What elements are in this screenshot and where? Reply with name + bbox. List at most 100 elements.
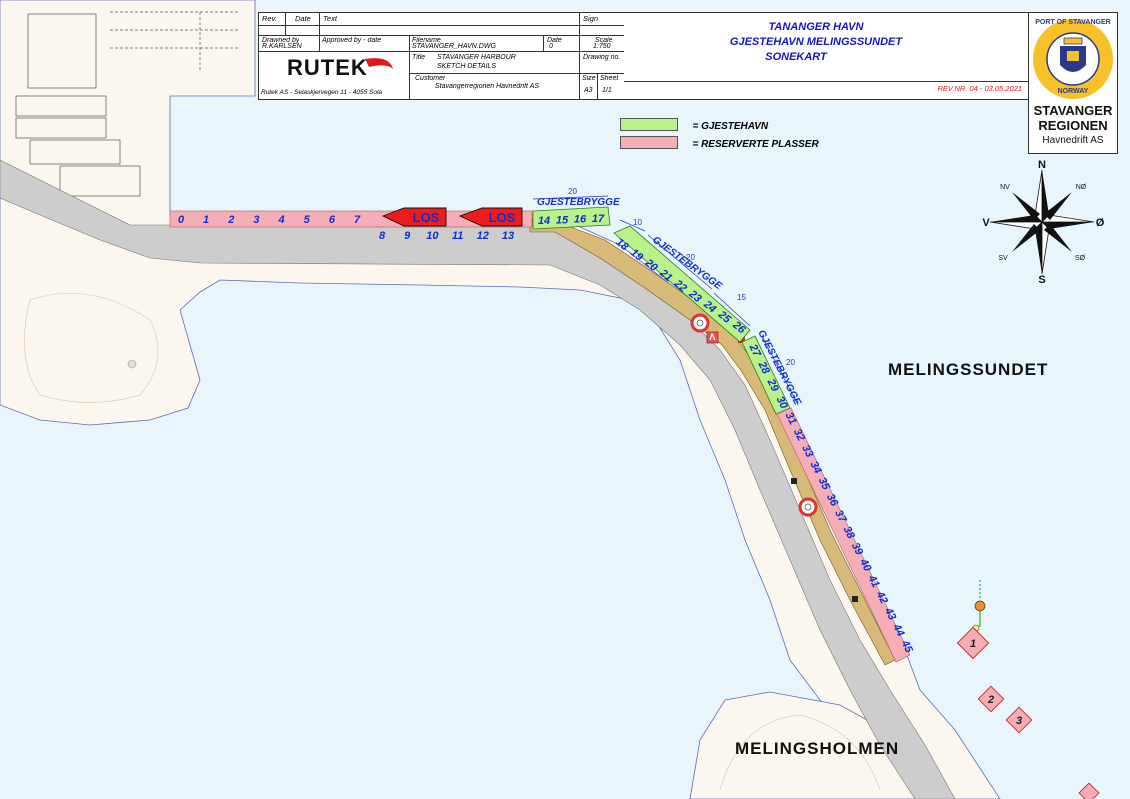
- berth-number: 41: [865, 572, 882, 589]
- tb-customer-label: Customer: [415, 75, 446, 82]
- compass-nw: NV: [1000, 184, 1010, 191]
- berth-number: 33: [799, 443, 815, 459]
- buoy-marks: [956, 580, 1100, 799]
- tb-size-value: A3: [584, 87, 593, 94]
- berth-number: 12: [477, 230, 489, 242]
- tb-scale-value: 1:750: [593, 43, 611, 50]
- berth-number: 42: [873, 589, 890, 606]
- tb-date-label: Date: [295, 15, 311, 23]
- berth-number: 0: [178, 214, 185, 226]
- tb-sheet-label: Sheet: [600, 75, 619, 82]
- berth-number: 17: [592, 213, 605, 225]
- berth-number: 43: [881, 605, 898, 622]
- guest-pier-b: [613, 225, 751, 343]
- berth-number: 28: [755, 359, 772, 377]
- pilot-boat: LOS: [381, 207, 447, 227]
- berth-number: 8: [379, 230, 386, 242]
- tb-approved-label: Approved by - date: [322, 37, 382, 44]
- legend-label-guest: = GJESTEHAVN: [692, 121, 769, 132]
- legend-swatch-reserved: [620, 136, 678, 150]
- tb-filename-label: Filename: [412, 37, 441, 44]
- berth-number: 11: [452, 230, 463, 242]
- tb-title-label: Title: [412, 54, 426, 61]
- dimension-label: 20: [786, 358, 795, 367]
- legend-swatch-guest: [620, 118, 678, 132]
- label-melingssundet: MELINGSSUNDET: [888, 360, 1049, 379]
- dimension-lines: [532, 195, 799, 406]
- lifebuoy-icon: [690, 313, 710, 333]
- logo-box: PORT OF STAVANGER NORWAY STAVANGER REGIO…: [1028, 12, 1118, 154]
- compass-e: Ø: [1096, 217, 1105, 229]
- dimension-label: 15: [737, 293, 746, 302]
- compass-n: N: [1038, 159, 1046, 171]
- logo-name-3: Havnedrift AS: [1042, 135, 1104, 146]
- berth-number: 10: [426, 230, 439, 242]
- label-melingsholmen: MELINGSHOLMEN: [735, 739, 900, 758]
- tb-title-value-1: STAVANGER HARBOUR: [437, 54, 516, 61]
- berth-number: 16: [574, 214, 587, 226]
- port-of-stavanger-seal: [1033, 19, 1113, 99]
- marker-black: [852, 596, 858, 602]
- tb-drawn-label: Drawned by: [262, 37, 300, 44]
- buoy-number: 1: [970, 638, 976, 650]
- tb-drawing-no-label: Drawing no.: [583, 54, 621, 61]
- berth-number: 45: [898, 638, 915, 656]
- berth-number: 34: [807, 459, 823, 475]
- berth-number: 6: [329, 214, 336, 226]
- tb-sign-label: Sign: [583, 15, 599, 23]
- rutek-logo: RUTEK: [287, 55, 368, 80]
- tb-address: Rutek AS - Selaskjervegen 11 - 4055 Sola: [261, 89, 383, 96]
- berth-number: 13: [502, 230, 514, 242]
- tb-date2-label: Date: [547, 37, 562, 44]
- berth-number: 4: [278, 214, 285, 226]
- terrain-contour-islet: [719, 714, 881, 791]
- berth-number: 40: [857, 556, 874, 574]
- lifebuoy-icon: [798, 497, 818, 517]
- dimension-label: 20: [686, 253, 695, 262]
- dimension-label: 10: [633, 218, 642, 227]
- compass-sw: SV: [998, 255, 1008, 262]
- berths-reserved-bottom: 8 9 10 11 12 13: [379, 230, 514, 242]
- tb-drawn-value: R.KARLSEN: [262, 43, 302, 50]
- seal-text-top: PORT OF STAVANGER: [1035, 19, 1111, 26]
- berth-number: 9: [404, 230, 411, 242]
- berth-number: 3: [253, 214, 259, 226]
- legend-item-guest: = GJESTEHAVN: [620, 116, 819, 134]
- tb-rev-label: Rev.: [262, 15, 277, 23]
- logo-name-2: REGIONEN: [1038, 118, 1108, 133]
- pilot-boat-label: LOS: [489, 210, 516, 225]
- compass-ne: NØ: [1076, 184, 1087, 191]
- berth-number: 31: [783, 410, 799, 426]
- buoy-number: 2: [987, 694, 994, 706]
- legend-label-reserved: = RESERVERTE PLASSER: [692, 139, 819, 150]
- terrain-contour: [24, 292, 159, 403]
- marker-red: [529, 218, 536, 226]
- pier-label: GJESTEBRYGGE: [537, 197, 620, 208]
- berth-number: 29: [764, 376, 781, 394]
- compass-w: V: [982, 217, 990, 229]
- berth-number: 5: [304, 214, 311, 226]
- tb-size-label: Size: [582, 75, 596, 82]
- legend-item-reserved: = RESERVERTE PLASSER: [620, 134, 819, 152]
- seal-text-bottom: NORWAY: [1057, 88, 1089, 95]
- survey-point: [127, 359, 137, 369]
- compass-rose-icon: [989, 169, 1095, 275]
- guest-pier-c: [741, 335, 791, 415]
- tb-date2-value: 0: [549, 43, 553, 50]
- tb-filename-value: STAVANGER_HAVN.DWG: [412, 43, 496, 50]
- fire-extinguisher-icon: [706, 331, 719, 344]
- berth-number: 7: [354, 214, 361, 226]
- reserved-zone-east: [776, 407, 911, 663]
- berths-reserved-top: 0 1 2 3 4 5 6 7: [178, 214, 361, 226]
- buildings: [15, 11, 240, 197]
- buoy-number: 3: [1016, 715, 1022, 727]
- header-title-3: SONEKART: [765, 51, 827, 63]
- legend: = GJESTEHAVN = RESERVERTE PLASSER: [620, 116, 819, 152]
- berth-number: 1: [203, 214, 209, 226]
- berth-number: 2: [227, 214, 234, 226]
- marker-black: [791, 478, 797, 484]
- title-block: Rev. Date Text Sign Drawned by R.KARLSEN…: [258, 12, 626, 100]
- header-title-1: TANANGER HAVN: [768, 21, 864, 33]
